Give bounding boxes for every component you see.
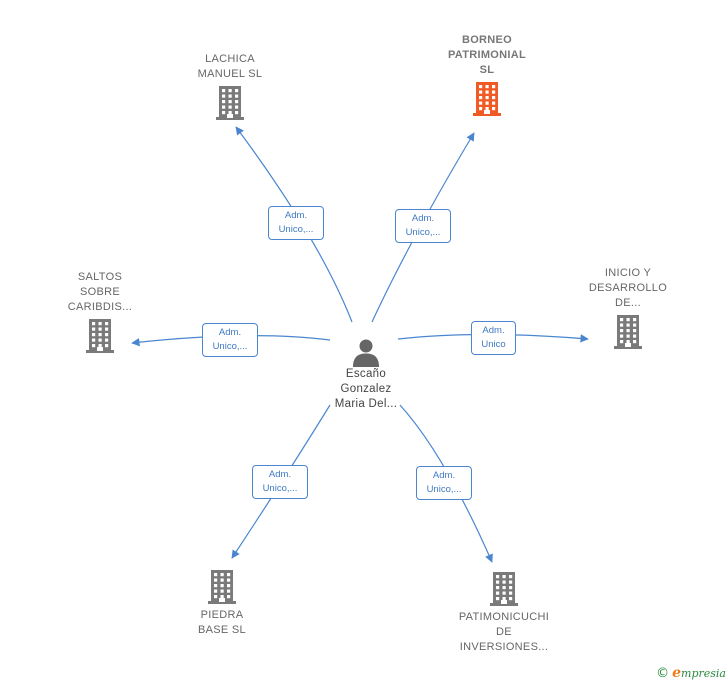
person-icon: [353, 339, 379, 367]
company-label: PATIMONICUCHI DE INVERSIONES...: [458, 611, 550, 653]
company-node-lachica[interactable]: LACHICA MANUEL SL: [180, 52, 280, 120]
company-label: SALTOS SOBRE CARIBDIS...: [67, 271, 133, 313]
building-icon: [172, 570, 272, 604]
company-node-piedra[interactable]: PIEDRA BASE SL: [172, 566, 272, 638]
company-label: LACHICA MANUEL SL: [197, 53, 263, 80]
company-node-patimonicuchi[interactable]: PATIMONICUCHI DE INVERSIONES...: [448, 568, 560, 655]
relation-label-lachica[interactable]: Adm. Unico,...: [268, 206, 324, 240]
building-icon: [50, 319, 150, 353]
company-label: BORNEO PATRIMONIAL SL: [447, 34, 527, 76]
relation-label-patimonicuchi[interactable]: Adm. Unico,...: [416, 466, 472, 500]
company-node-inicio[interactable]: INICIO Y DESARROLLO DE...: [578, 266, 678, 349]
company-label: INICIO Y DESARROLLO DE...: [588, 267, 668, 309]
brand-initial: e: [672, 665, 682, 681]
building-icon: [180, 86, 280, 120]
relation-label-borneo[interactable]: Adm. Unico,...: [395, 209, 451, 243]
company-node-borneo[interactable]: BORNEO PATRIMONIAL SL: [432, 33, 542, 116]
building-icon: [578, 315, 678, 349]
company-node-saltos[interactable]: SALTOS SOBRE CARIBDIS...: [50, 270, 150, 353]
empresia-logo[interactable]: ©empresia: [656, 665, 726, 681]
copyright-symbol: ©: [656, 666, 670, 681]
relation-label-piedra[interactable]: Adm. Unico,...: [252, 465, 308, 499]
relation-label-saltos[interactable]: Adm. Unico,...: [202, 323, 258, 357]
building-icon: [448, 572, 560, 606]
company-label: PIEDRA BASE SL: [198, 609, 246, 636]
relation-label-inicio[interactable]: Adm. Unico: [471, 321, 516, 355]
person-node[interactable]: Escaño Gonzalez Maria Del...: [318, 333, 414, 412]
building-icon: [432, 82, 542, 116]
person-name: Escaño Gonzalez Maria Del...: [334, 368, 398, 410]
brand-name: mpresia: [681, 667, 726, 680]
